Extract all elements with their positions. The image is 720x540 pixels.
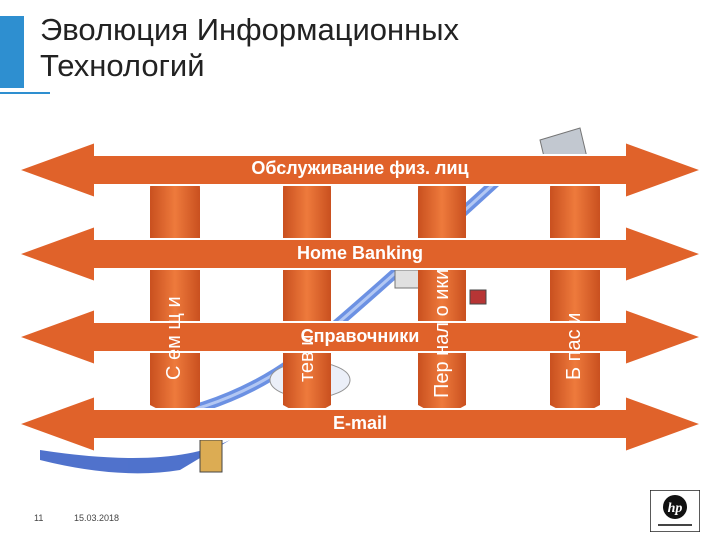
- arrow-label-directories: Справочники: [300, 326, 420, 346]
- vertical-label-4: Б пас и: [563, 312, 585, 380]
- vertical-label-1: С ем щ и: [163, 296, 185, 380]
- hp-logo-text: hp: [668, 501, 683, 516]
- page-number: 11: [34, 513, 44, 523]
- arrow-physical-persons: [15, 140, 705, 200]
- arrow-label-physical-persons: Обслуживание физ. лиц: [251, 158, 469, 178]
- title-line-2: Технологий: [40, 48, 205, 83]
- title-underline: [0, 92, 50, 94]
- arrow-home-banking: [15, 224, 705, 284]
- hp-logo: hp: [650, 490, 700, 532]
- slide-title: Эволюция Информационных Технологий: [40, 12, 459, 84]
- arrow-directories: [15, 307, 705, 367]
- arrow-label-email: E-mail: [332, 413, 388, 433]
- title-line-1: Эволюция Информационных: [40, 12, 460, 47]
- arrow-email: [15, 394, 705, 454]
- arrow-label-home-banking: Home Banking: [296, 243, 424, 263]
- title-accent-bar: [0, 16, 24, 88]
- slide-date: 15.03.2018: [74, 513, 120, 523]
